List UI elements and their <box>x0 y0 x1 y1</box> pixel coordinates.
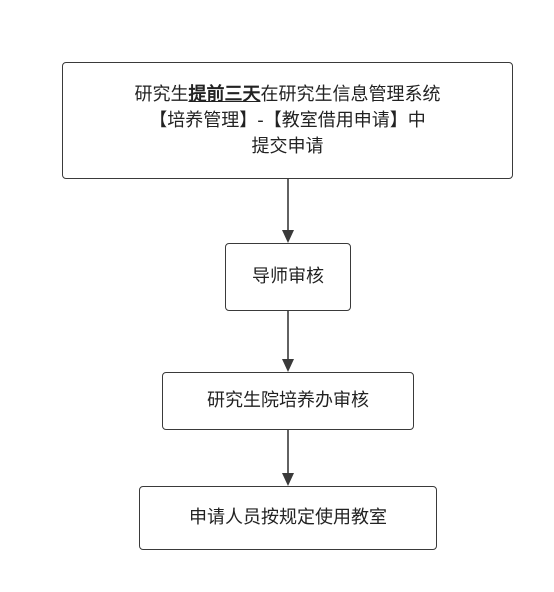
step-use-classroom: 申请人员按规定使用教室 <box>139 486 437 550</box>
step1-line1-post: 在研究生信息管理系统 <box>260 83 441 105</box>
step2-label: 导师审核 <box>252 266 324 287</box>
arrowhead-1 <box>282 230 294 243</box>
step-graduate-office-review: 研究生院培养办审核 <box>162 372 414 430</box>
step1-line1-pre: 研究生 <box>134 83 189 105</box>
step1-line2: 【培养管理】-【教室借用申请】中 <box>149 109 426 131</box>
step1-line1: 研究生提前三天在研究生信息管理系统 <box>135 82 441 108</box>
arrowhead-3 <box>282 473 294 486</box>
step1-deadline-emphasis: 提前三天 <box>188 83 261 105</box>
step-advisor-review: 导师审核 <box>225 243 351 311</box>
step-submit-application: 研究生提前三天在研究生信息管理系统 【培养管理】-【教室借用申请】中 提交申请 <box>62 62 513 179</box>
step1-line3: 提交申请 <box>251 135 324 157</box>
step4-label: 申请人员按规定使用教室 <box>189 507 387 528</box>
arrowhead-2 <box>282 359 294 372</box>
step3-label: 研究生院培养办审核 <box>207 390 369 411</box>
